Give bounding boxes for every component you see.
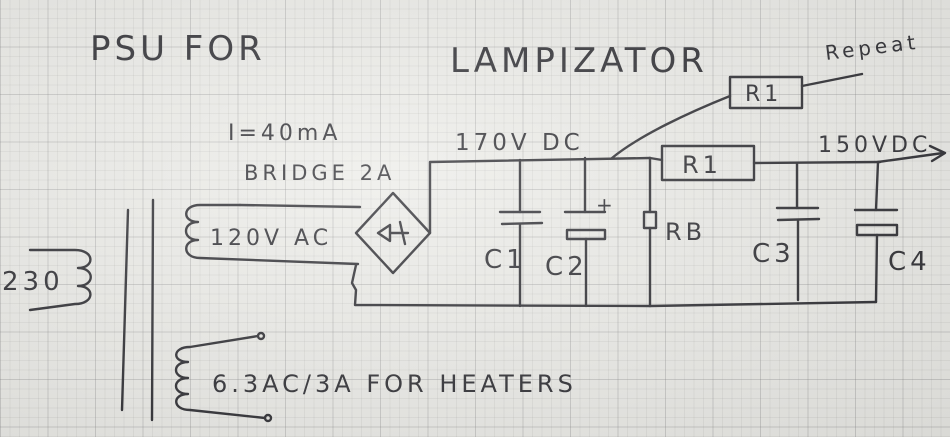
primary-winding	[28, 248, 92, 312]
resistor-rb	[642, 156, 658, 308]
bridge-label: BRIDGE 2A	[244, 161, 395, 185]
title-psu-for: PSU FOR	[90, 29, 266, 69]
c2-plus-sign: +	[596, 193, 617, 217]
hv-secondary-winding	[184, 203, 362, 266]
capacitor-c1	[498, 158, 544, 308]
primary-voltage-label: 230	[2, 267, 64, 297]
resistor-r1-main	[648, 144, 882, 182]
current-label: I=40mA	[228, 121, 341, 146]
bridge-rectifier	[354, 191, 432, 275]
negative-rail	[648, 300, 878, 308]
resistor-r1-repeat	[610, 72, 864, 160]
title-lampizator: LAMPIZATOR	[450, 41, 708, 81]
repeat-note: Repeat	[824, 30, 921, 65]
c3-label: C3	[752, 239, 795, 269]
heater-winding	[174, 331, 273, 423]
r1-repeat-label: R1	[745, 82, 782, 107]
voltage-150-label: 150VDC	[818, 133, 931, 158]
rb-label: RB	[665, 218, 706, 246]
c4-label: C4	[888, 247, 931, 277]
capacitor-c2	[563, 156, 607, 308]
c1-label: C1	[484, 245, 527, 275]
c2-label: C2	[545, 252, 588, 282]
output-arrow-icon	[876, 144, 947, 164]
transformer-core	[120, 198, 155, 422]
capacitor-c3	[775, 161, 821, 302]
r1-main-label: R1	[682, 151, 722, 179]
voltage-170-label: 170V DC	[455, 130, 584, 156]
heater-label: 6.3AC/3A FOR HEATERS	[212, 370, 577, 398]
bridge-wiring	[350, 156, 652, 308]
hv-secondary-label: 120V AC	[210, 226, 332, 251]
capacitor-c4	[853, 160, 899, 304]
